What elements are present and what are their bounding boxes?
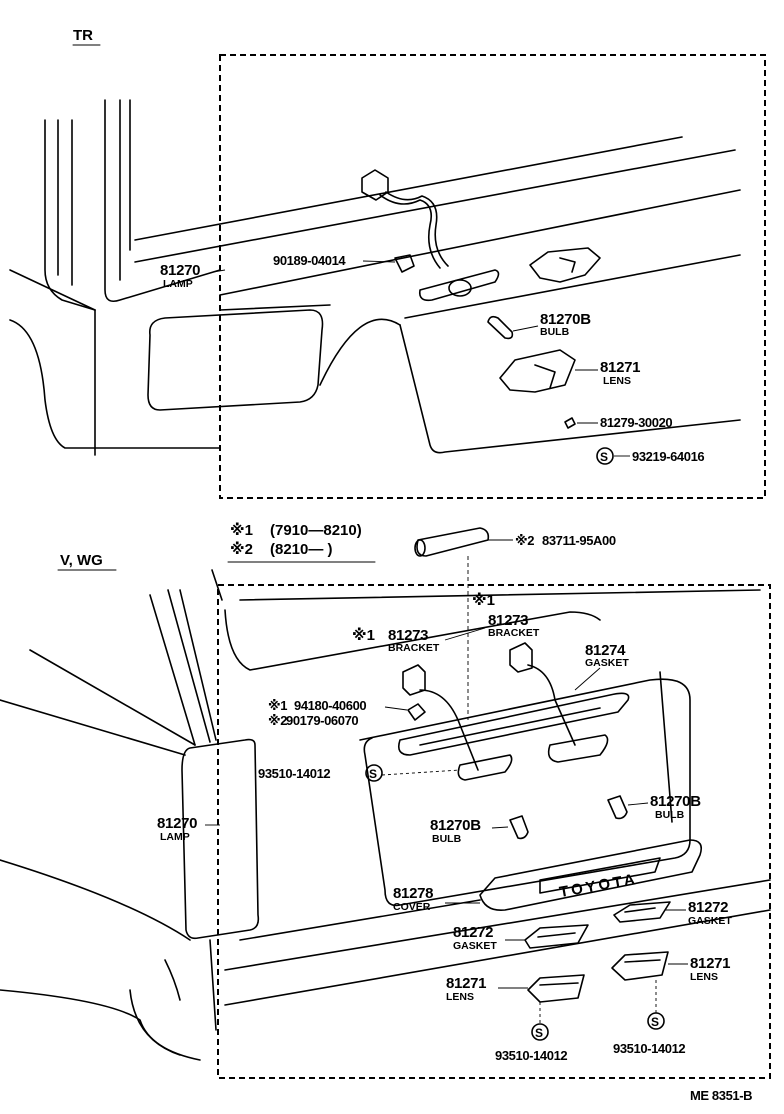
tr-lamp-number: 81270 [160,262,200,279]
vwg-screw-br-number: 93510-14012 [613,1041,685,1056]
tr-lens-icon [499,349,576,393]
note1-mark: ※1 [230,521,253,539]
vwg-cover-icon: TOYOTA [479,839,703,912]
vwg-clip1-mark: ※1 [268,698,287,713]
vwg-detail-frame [217,584,771,1079]
vwg-bracket2-name: BRACKET [488,627,540,639]
tr-screw-s-mark: S [600,450,608,464]
tr-detail-frame [219,54,766,499]
vwg-body-outline [0,569,260,1061]
section-label-tr: TR [73,27,93,44]
vwg-bracket1-name: BRACKET [388,642,440,654]
vwg-bulb-right-icon [607,795,628,820]
vwg-clip1-number: 94180-40600 [294,698,366,713]
vwg-gasket-top-name: GASKET [585,657,629,669]
tr-bulb-number: 81270B [540,311,591,328]
section-label-vwg: V, WG [60,552,103,569]
vwg-lens-left-number: 81271 [446,975,486,992]
vwg-bracket1-number: 81273 [388,627,428,644]
vwg-lamp-name: LAMP [160,831,190,843]
vwg-bulb-left-name: BULB [432,833,462,845]
vwg-lens-right-number: 81271 [690,955,730,972]
note2-mark: ※2 [230,540,253,558]
tr-panel-lines [134,136,741,454]
vwg-cover-name: COVER [393,901,431,913]
vwg-lamp-number: 81270 [157,815,197,832]
note2-range: (8210— ) [270,541,333,558]
vwg-gasket-left-name: GASKET [453,940,497,952]
note1-range: (7910—8210) [270,522,362,539]
vwg-cap-icon [414,527,490,557]
vwg-cap-number: 83711-95A00 [542,533,616,548]
vwg-gasket-left-icon [524,924,589,949]
tr-lamp-housing [361,169,500,302]
vwg-bracket-assembly [397,642,630,781]
vwg-lens-left-name: LENS [446,991,474,1003]
vwg-star1-mark: ※1 [472,591,495,609]
tr-gasket-number: 81279-30020 [600,415,672,430]
vwg-panel-lines [224,589,771,1006]
tr-bulb-icon [487,315,514,340]
vwg-bulb-left-icon [509,815,529,840]
tr-screw-number: 90189-04014 [273,253,346,268]
vwg-clip2-mark: ※2 [268,713,287,728]
vwg-screw-left-mark: S [369,767,377,781]
vwg-cover-number: 81278 [393,885,433,902]
vwg-screw-bl-mark: S [535,1026,543,1040]
vwg-screw-br-mark: S [651,1015,659,1029]
vwg-lens-left-icon [527,974,585,1003]
tr-screw-s-icon [596,447,614,465]
vwg-screw-bl-number: 93510-14012 [495,1048,567,1063]
vwg-clip2-number: 90179-06070 [286,713,358,728]
vwg-gasket-top-number: 81274 [585,642,626,659]
vwg-lens-right-icon [611,951,669,981]
vwg-lens-right-name: LENS [690,971,718,983]
vwg-gasket-left-number: 81272 [453,924,493,941]
tr-lens-name: LENS [603,375,631,387]
vwg-screw-left-number: 93510-14012 [258,766,330,781]
tr-screw-s-number: 93219-64016 [632,449,704,464]
vwg-clip-icon [407,703,426,721]
vwg-screw-left-icon [365,764,383,782]
vwg-bracket2-number: 81273 [488,612,528,629]
tr-bulb-name: BULB [540,326,570,338]
vwg-gasket-right-name: GASKET [688,915,732,927]
tr-gasket-icon [564,417,576,429]
vwg-cap-mark: ※2 [515,533,534,548]
vwg-bulb-right-number: 81270B [650,793,701,810]
vwg-screw-bl-icon [531,1023,549,1041]
tr-lens-installed [529,247,601,283]
vwg-gasket-right-number: 81272 [688,899,728,916]
tr-lamp-name: LAMP [163,278,193,290]
vwg-bulb-right-name: BULB [655,809,685,821]
vwg-screw-br-icon [647,1012,665,1030]
tr-body-outline [9,99,331,456]
diagram-code: ME 8351-B [690,1088,752,1103]
tr-lens-number: 81271 [600,359,640,376]
vwg-bracket1-mark: ※1 [352,626,375,644]
vwg-bulb-left-number: 81270B [430,817,481,834]
tr-screw-icon [394,254,415,273]
